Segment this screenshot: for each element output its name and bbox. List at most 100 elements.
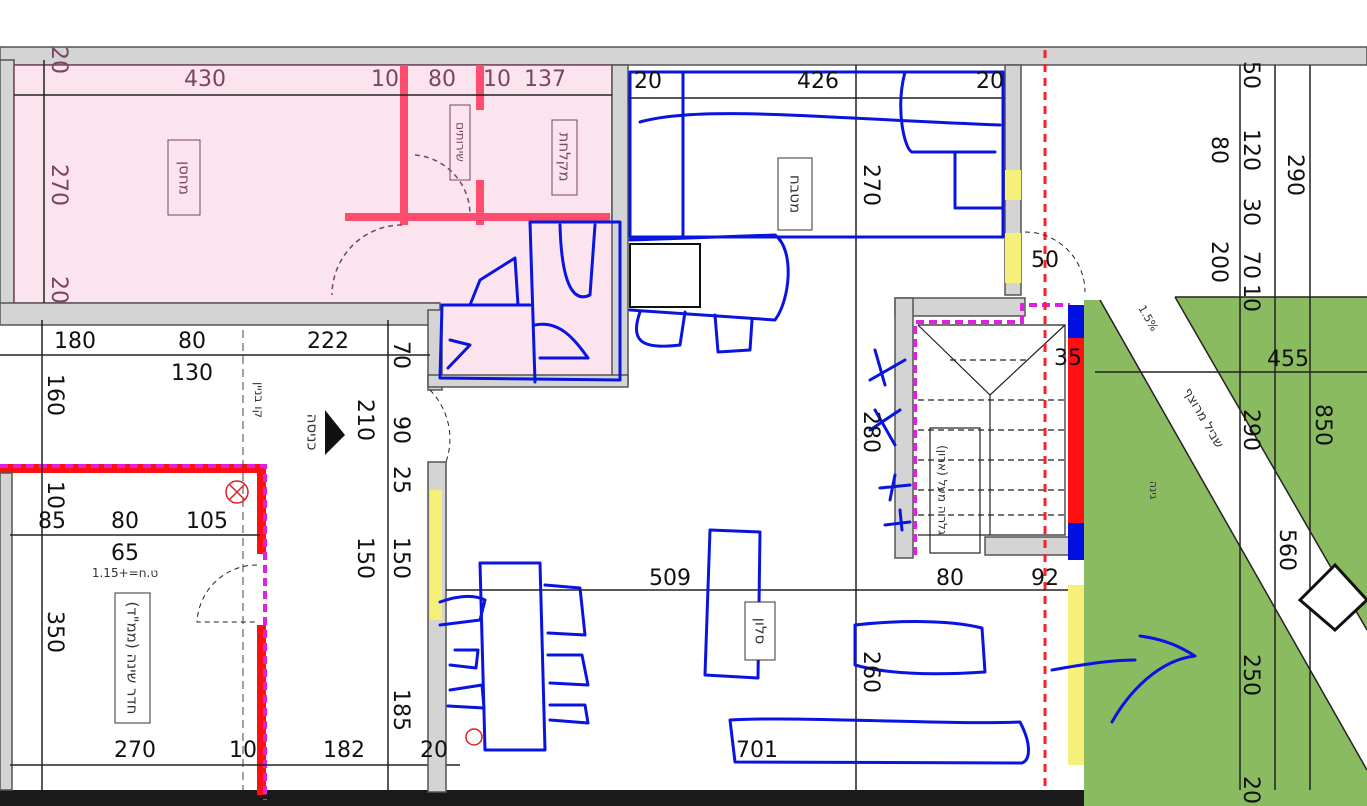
dim: 160 <box>42 374 67 416</box>
dim: 130 <box>171 361 213 386</box>
boundary-line <box>0 464 267 800</box>
box <box>629 243 701 308</box>
room-label-storage: מחסן <box>176 161 194 195</box>
yard-label: גינה <box>1147 481 1160 500</box>
door-swing <box>331 224 403 296</box>
bedroom-wall-right <box>257 464 266 554</box>
bedroom-wall-top <box>0 464 265 473</box>
dim: 290 <box>1238 409 1263 451</box>
north-arrow-icon <box>1297 562 1367 633</box>
dim: 185 <box>388 689 413 731</box>
red-exterior-wall <box>1068 338 1084 523</box>
yellow-window <box>1068 585 1084 765</box>
dimension-labels: 430 10 80 10 137 20 426 20 270 20 20 180… <box>38 46 1335 804</box>
dim: 701 <box>736 738 778 763</box>
dim: 85 <box>38 509 66 534</box>
blue-column <box>1068 305 1084 338</box>
dim: 182 <box>323 738 365 763</box>
dim: 270 <box>858 164 883 206</box>
dim: 350 <box>42 611 67 653</box>
dim: 80 <box>936 566 964 591</box>
window <box>1005 233 1021 283</box>
dim: 426 <box>797 69 839 94</box>
dim: 260 <box>858 651 883 693</box>
door-swing <box>414 154 471 216</box>
dim: 10 <box>371 67 399 92</box>
dim: 200 <box>1206 241 1231 283</box>
red-wall <box>476 65 484 110</box>
dim: 105 <box>186 509 228 534</box>
door-swing <box>429 389 451 463</box>
dim: 430 <box>184 67 226 92</box>
dim: 50 <box>1238 61 1263 89</box>
dim: 250 <box>1238 654 1263 696</box>
left-wall-lower <box>0 472 13 791</box>
gas-valve-icon <box>225 480 249 504</box>
room-label-kitchen: מטבח <box>787 175 805 213</box>
dim: 120 <box>1238 129 1263 171</box>
dim: 455 <box>1267 347 1309 372</box>
top-wall <box>0 46 1367 66</box>
bottom-bar <box>0 790 1367 806</box>
door-swing <box>1024 231 1086 293</box>
room-label-living: סלון <box>752 618 770 644</box>
dim: 50 <box>1031 248 1059 273</box>
room-label-shower: מקלחת <box>556 132 574 181</box>
entrance-arrow-icon <box>325 410 345 455</box>
red-wall <box>345 213 610 221</box>
room-label-bedroom: חדר שינה (ממ"ד) <box>124 602 142 715</box>
dim: 270 <box>114 738 156 763</box>
room-label-gallery: גלריה מעל (ארון) <box>936 445 950 535</box>
dim: 92 <box>1031 566 1059 591</box>
staircase <box>917 324 1066 554</box>
dim: 80 <box>428 67 456 92</box>
dim: 20 <box>1238 776 1263 804</box>
window <box>430 490 442 620</box>
dim: 20 <box>634 69 662 94</box>
dim: 137 <box>524 67 566 92</box>
dim: 70 <box>388 341 413 369</box>
dim: 560 <box>1274 529 1299 571</box>
dim: 290 <box>1282 154 1307 196</box>
dim: 210 <box>352 399 377 441</box>
boundary-line <box>913 303 1070 555</box>
room-label-entrance: כניסה <box>304 414 322 451</box>
yard-area <box>1084 300 1367 806</box>
dim: 20 <box>976 69 1004 94</box>
dim: 30 <box>1238 198 1263 226</box>
dim: 10 <box>42 481 67 509</box>
bedroom-wall-right <box>257 625 266 795</box>
dim: 180 <box>54 329 96 354</box>
dim: 850 <box>1310 404 1335 446</box>
dim: 280 <box>858 411 883 453</box>
marker-icon <box>465 728 483 746</box>
dim: 270 <box>46 164 71 206</box>
stair-wall <box>894 297 1026 317</box>
red-wall <box>400 65 408 225</box>
left-wall <box>0 59 15 311</box>
dim: 10 <box>1238 284 1263 312</box>
dim: 222 <box>307 329 349 354</box>
door-swing <box>196 564 258 623</box>
dim: 70 <box>1238 251 1263 279</box>
hand-drawn-furniture <box>438 70 1197 765</box>
room-label-toilet: שירותים <box>454 122 468 162</box>
dim: 90 <box>388 416 413 444</box>
dim: 509 <box>649 566 691 591</box>
stair-bottom <box>984 536 1071 556</box>
stair-wall-left <box>894 297 914 559</box>
dim: 150 <box>388 537 413 579</box>
dim: 20 <box>46 46 71 74</box>
dim: 10 <box>483 67 511 92</box>
dim: 80 <box>1206 136 1231 164</box>
dim: 35 <box>1054 346 1082 371</box>
dim: 80 <box>111 509 139 534</box>
dim: 10 <box>229 738 257 763</box>
dim: 80 <box>178 329 206 354</box>
dim: 150 <box>352 537 377 579</box>
dashed-line-note: קו בניין <box>252 382 266 418</box>
window <box>1005 170 1021 200</box>
sofa-sketch <box>628 70 1005 239</box>
floor-level: ט.ח=+1.15 <box>92 566 158 580</box>
